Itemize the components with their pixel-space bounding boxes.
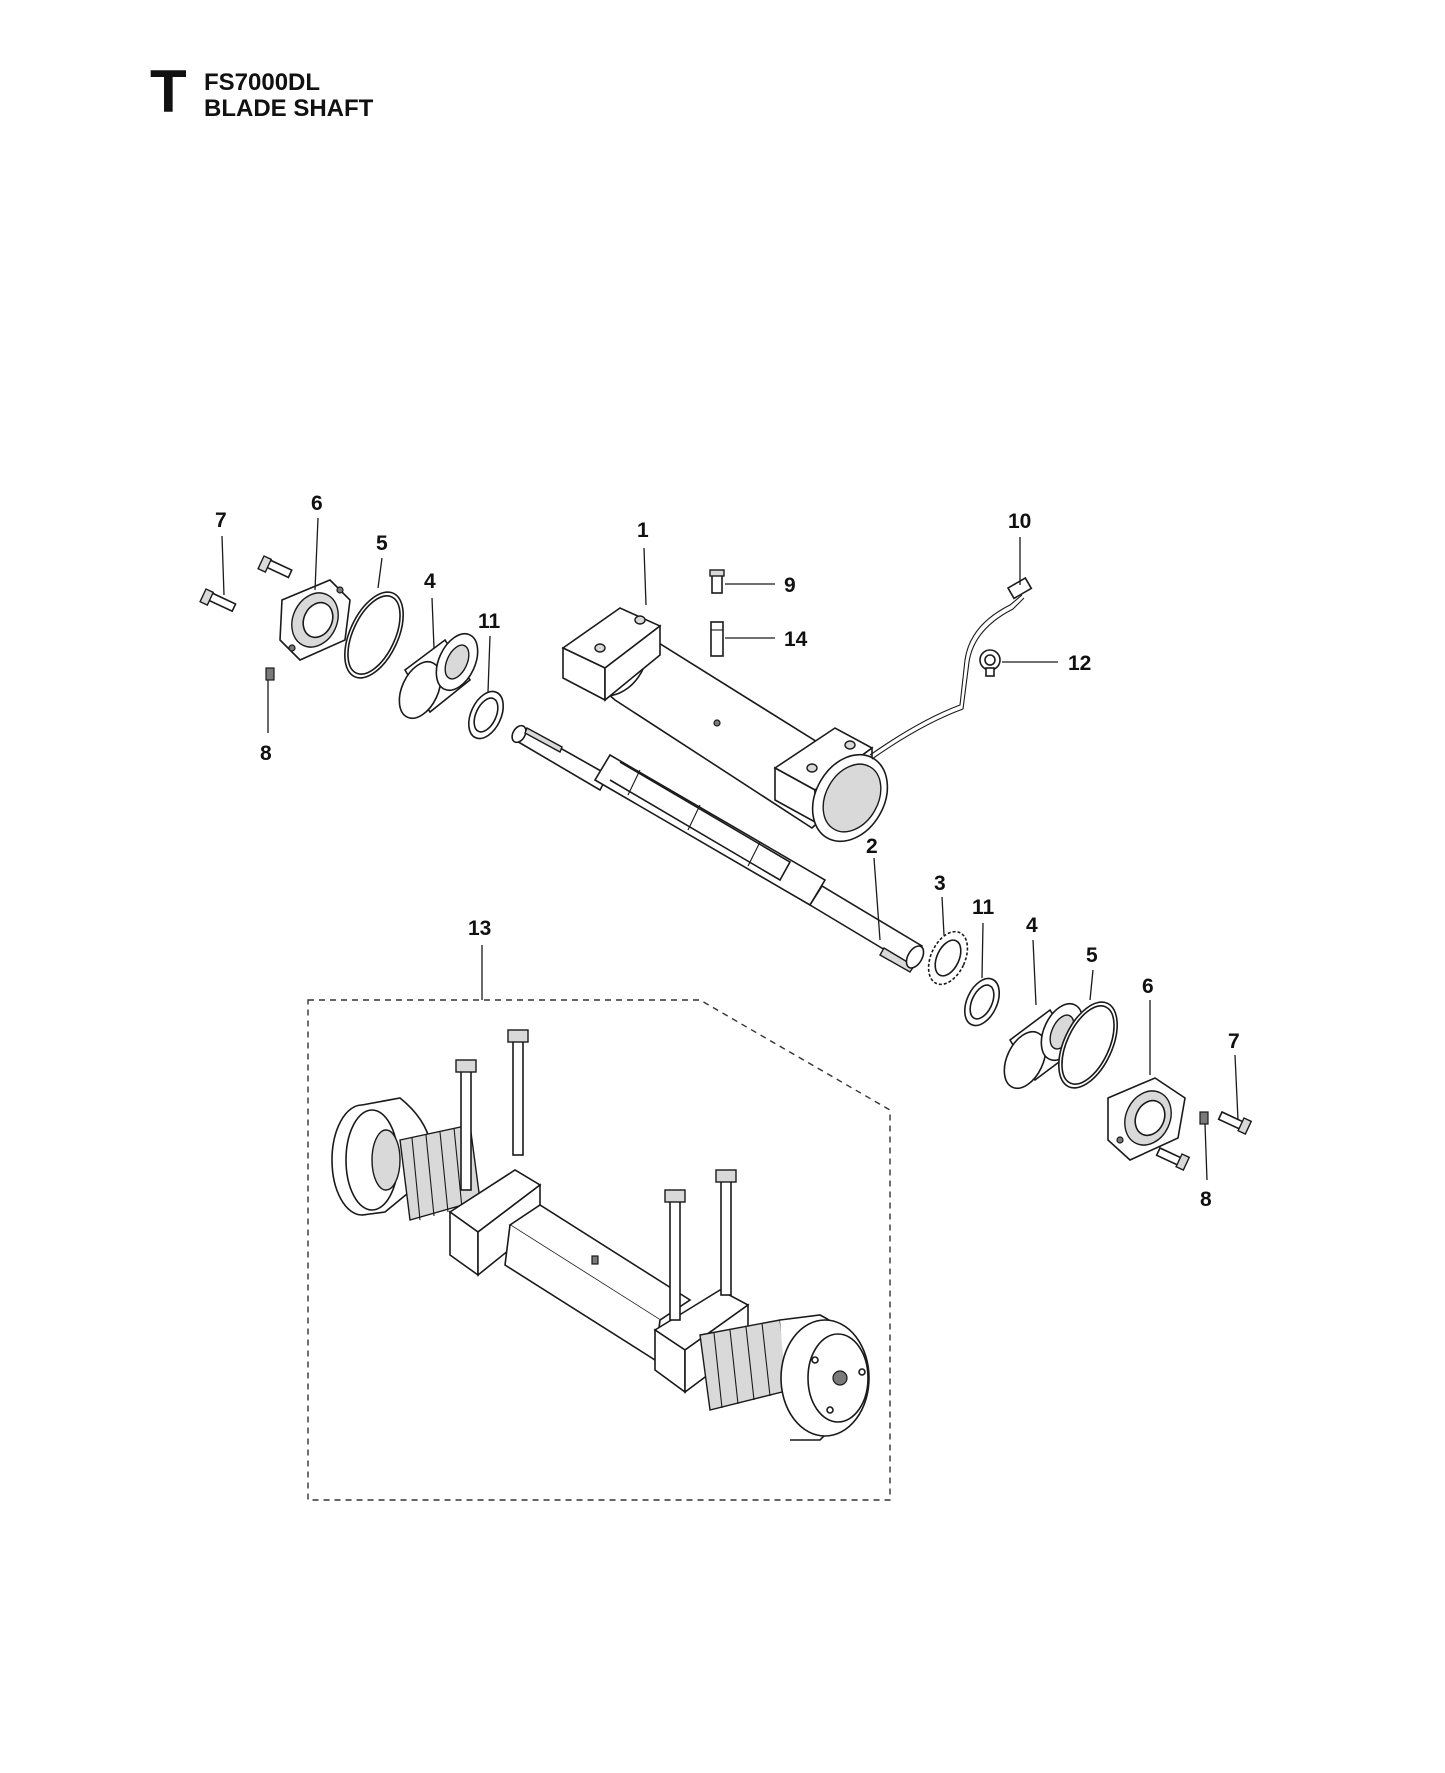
leader-6a xyxy=(314,517,319,591)
callout-14: 14 xyxy=(784,628,808,651)
part-spacer-ring-right xyxy=(963,977,1001,1027)
callout-2: 2 xyxy=(866,835,878,858)
callout-5a: 5 xyxy=(376,532,388,555)
callout-13: 13 xyxy=(468,917,491,940)
page-header: T FS7000DL BLADE SHAFT xyxy=(150,62,750,132)
callout-4b: 4 xyxy=(1026,914,1038,937)
callout-10: 10 xyxy=(1008,510,1031,533)
callout-7a: 7 xyxy=(215,509,227,532)
leader-8b xyxy=(1204,1123,1208,1181)
part-tooth-washer xyxy=(927,930,969,986)
leader-2 xyxy=(873,857,881,941)
leader-3 xyxy=(941,896,945,936)
leader-7b xyxy=(1234,1054,1239,1121)
leader-11b xyxy=(981,922,984,979)
leader-5b xyxy=(1089,969,1094,1001)
callout-8b: 8 xyxy=(1200,1188,1212,1211)
part-bolt-right xyxy=(1155,1110,1253,1171)
part-grease-fitting xyxy=(709,569,725,594)
callout-8a: 8 xyxy=(260,742,272,765)
leader-1 xyxy=(643,547,647,606)
part-spacer-ring-left xyxy=(467,690,505,740)
part-grease-nipple-right xyxy=(1199,1111,1209,1125)
part-hose-clip xyxy=(979,649,1001,677)
part-bolt-upper-left xyxy=(199,555,293,613)
callout-11b: 11 xyxy=(972,896,995,919)
callout-7b: 7 xyxy=(1228,1030,1240,1053)
callout-6a: 6 xyxy=(311,492,323,515)
leader-11a xyxy=(487,635,491,693)
part-o-ring-right xyxy=(1058,1001,1118,1089)
part-blade-shaft-assembly xyxy=(307,999,891,1501)
leader-4a xyxy=(431,597,435,649)
callout-11a: 11 xyxy=(478,610,501,633)
part-bearing-right xyxy=(1003,1002,1084,1090)
part-bearing-flange-right xyxy=(1107,1077,1186,1161)
callout-6b: 6 xyxy=(1142,975,1154,998)
part-o-ring-left xyxy=(344,591,404,679)
callout-3: 3 xyxy=(934,872,946,895)
leader-4b xyxy=(1032,939,1037,1006)
callout-5b: 5 xyxy=(1086,944,1098,967)
callout-1: 1 xyxy=(637,519,649,542)
callout-4a: 4 xyxy=(424,570,436,593)
callout-9: 9 xyxy=(784,574,796,597)
part-bearing-left xyxy=(398,632,479,720)
section-letter: T xyxy=(150,58,187,125)
part-shaft-housing xyxy=(561,594,1025,843)
diagram-title: BLADE SHAFT xyxy=(204,95,374,122)
model-number: FS7000DL xyxy=(204,69,321,96)
part-blade-shaft xyxy=(511,724,925,973)
leader-7a xyxy=(221,535,225,596)
part-tube-fitting xyxy=(710,621,724,657)
part-wire-connector xyxy=(1006,576,1033,600)
leader-5a xyxy=(377,557,383,589)
part-grease-nipple-left xyxy=(265,667,275,681)
part-bearing-flange-left xyxy=(279,579,351,661)
callout-12: 12 xyxy=(1068,652,1091,675)
